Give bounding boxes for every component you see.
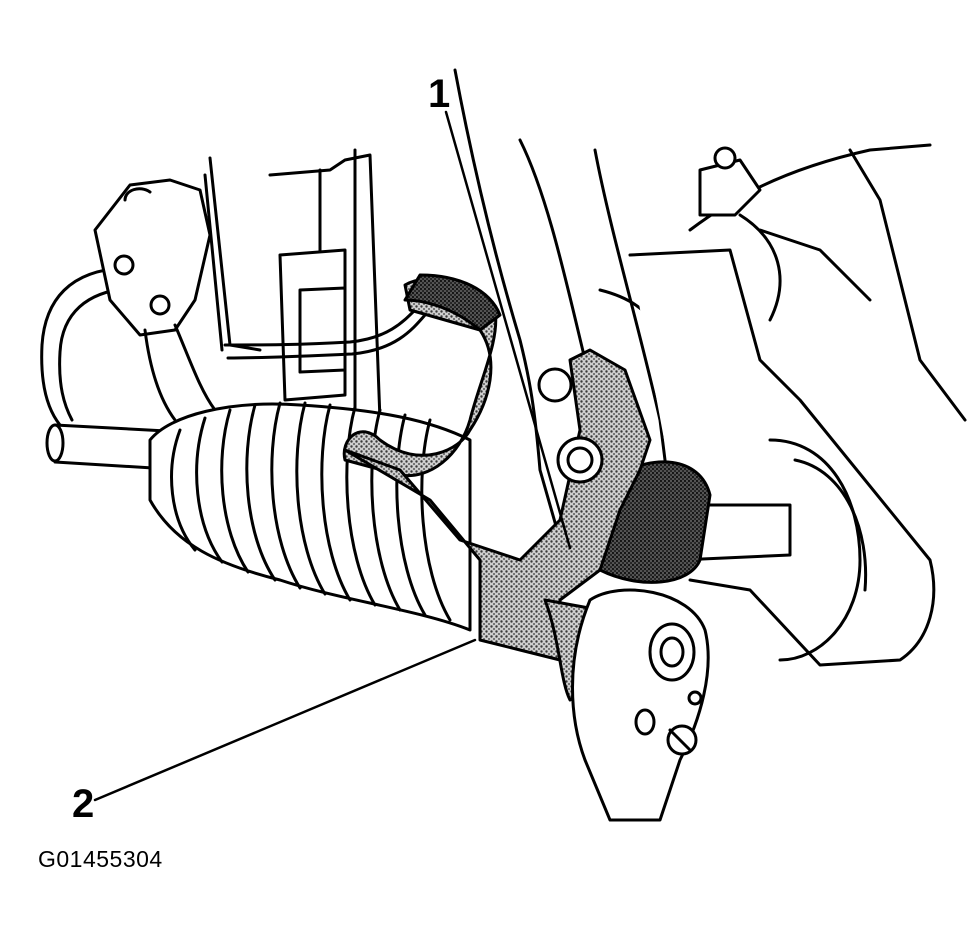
valve-housing xyxy=(93,178,217,422)
mounting-bracket xyxy=(203,148,382,432)
callout-2-label: 2 xyxy=(72,782,95,826)
brake-line xyxy=(223,303,422,347)
callout-2-leader xyxy=(93,638,477,802)
callout-1-label: 1 xyxy=(428,72,451,116)
callout-1-leader xyxy=(444,110,572,550)
figure-id: G01455304 xyxy=(38,846,163,872)
hydraulic-tube-left xyxy=(40,266,127,427)
rack-bellows-boot xyxy=(148,401,472,632)
tie-rod-end-housing xyxy=(628,143,967,667)
lower-control-arm xyxy=(571,588,710,822)
